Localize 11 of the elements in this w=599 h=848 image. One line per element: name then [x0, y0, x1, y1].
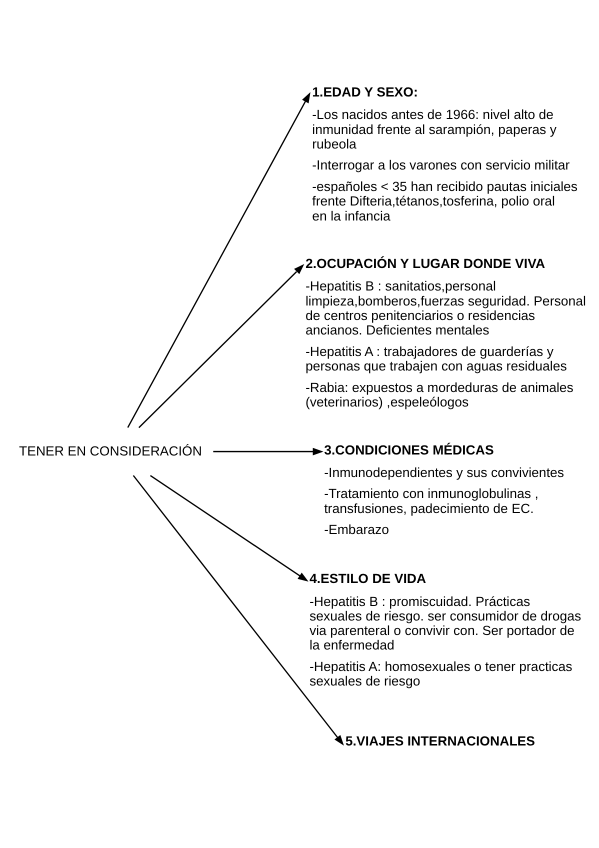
- node-text: TENER EN CONSIDERACIÓN: [18, 444, 202, 459]
- arrow: [150, 475, 308, 582]
- node-text: 4.ESTILO DE VIDA -Hepatitis B : promiscuidad. Prácticas sexuales de riesgo. ser consumidor de drogas via parenteral o convivir con. Ser portador de la enfermedad -Hepatitis A: homosexuales o tener practicas sexuales de riesgo: [309, 571, 582, 689]
- node-text: 5.VIAJES INTERNACIONALES: [345, 733, 536, 748]
- arrow: [132, 475, 344, 746]
- arrow: [127, 92, 310, 428]
- node-text: 1.EDAD Y SEXO: -Los nacidos antes de 1966: nivel alto de inmunidad frente al sarampión, paperas y rubeola -Interrogar a los varones con servicio militar -españoles < 35 han recibido pautas iniciales frente Difteria,tétanos,tosferina, polio oral en la infancia: [312, 84, 578, 224]
- node-text: 2.OCUPACIÓN Y LUGAR DONDE VIVA -Hepatitis B : sanitatios,personal limpieza,bomberos,fuerzas seguridad. Personal de centros penitenciarios o residencias ancianos. Deficientes mentales -Hepatitis A : trabajadores de guarderías y personas que trabajen con aguas residuales -Rabia: expuestos a mordeduras de animales (veterinarios) ,espeleólogos: [305, 256, 586, 410]
- arrow: [213, 448, 324, 456]
- node-text: 3.CONDICIONES MÉDICAS -Inmunodependientes y sus convivientes -Tratamiento con inmunoglobulinas , transfusiones, padecimiento de EC. -Embarazo: [324, 442, 564, 538]
- arrow: [138, 264, 304, 428]
